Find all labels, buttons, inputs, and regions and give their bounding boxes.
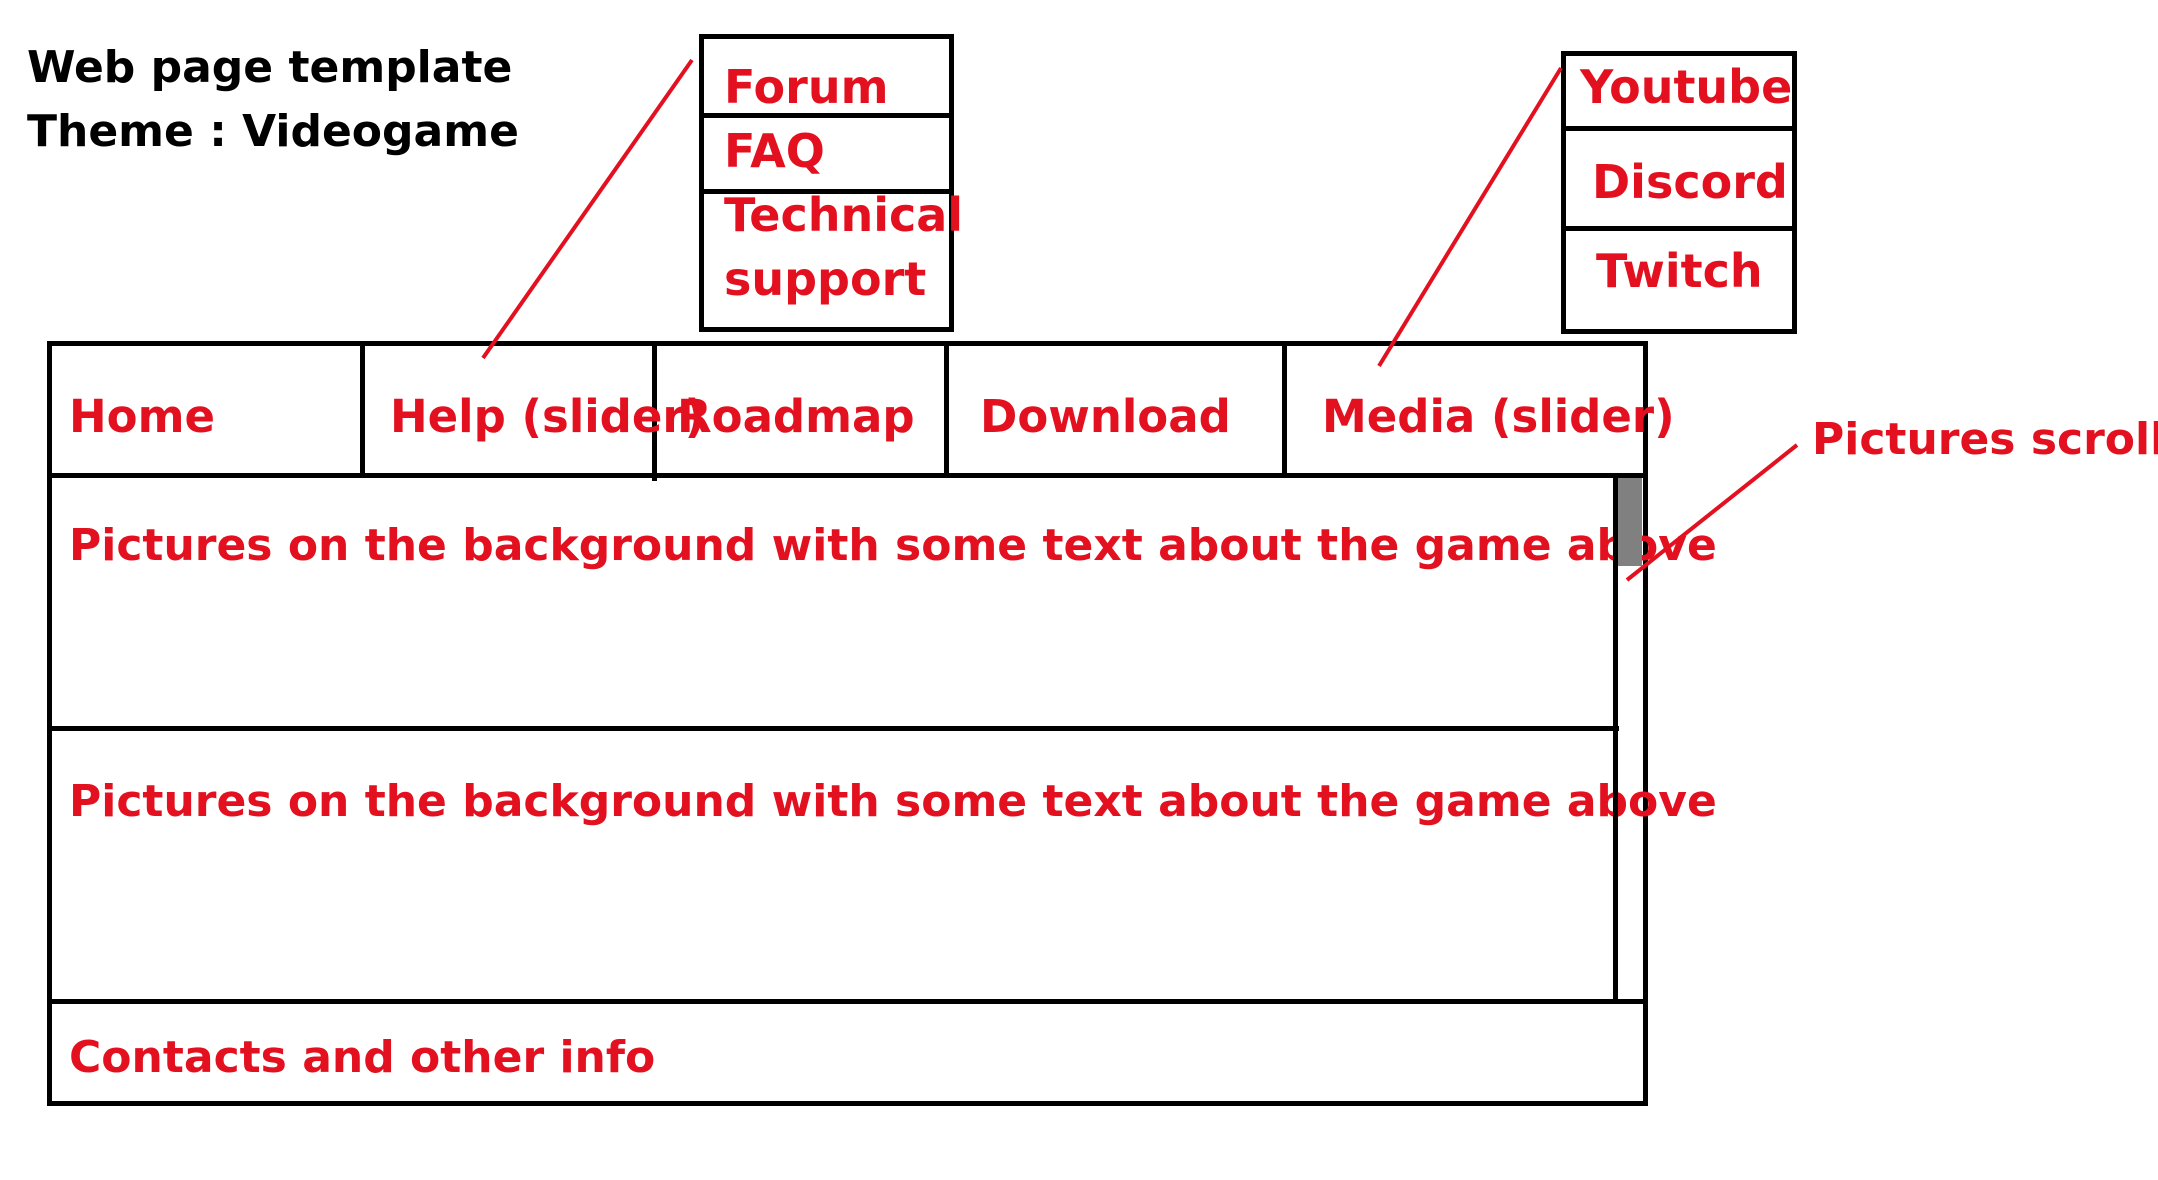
media-dropdown-menu [1561,51,1797,334]
nav-separator [652,341,657,481]
nav-separator [1282,341,1287,476]
nav-item-roadmap[interactable]: Roadmap [677,390,915,443]
help-menu-item-technical-support-line2[interactable]: support [724,252,927,306]
help-menu-item-forum[interactable]: Forum [724,60,889,114]
template-theme: Theme : Videogame [27,106,519,157]
media-menu-divider [1561,126,1797,131]
nav-item-home[interactable]: Home [69,390,215,443]
nav-item-media[interactable]: Media (slider) [1322,390,1675,443]
nav-separator [360,341,365,476]
media-menu-item-discord[interactable]: Discord [1592,155,1788,209]
help-dropdown-menu [699,34,954,332]
template-title: Web page template [27,42,513,93]
scroller-annotation-label: Pictures scroller [1812,414,2158,465]
nav-bar-divider [47,473,1648,478]
media-menu-item-youtube[interactable]: Youtube [1580,60,1793,114]
help-menu-divider [699,189,954,194]
nav-separator [944,341,949,476]
page-frame [47,341,1648,1106]
help-menu-divider [699,113,954,118]
media-menu-divider [1561,226,1797,231]
footer-contacts: Contacts and other info [69,1032,656,1083]
section-divider [47,726,1619,731]
footer-divider [47,999,1648,1004]
media-menu-item-twitch[interactable]: Twitch [1596,244,1763,298]
media-menu-connector [1377,66,1563,368]
content-section-2: Pictures on the background with some tex… [69,776,1717,827]
scroller-thumb[interactable] [1618,478,1642,566]
content-section-1: Pictures on the background with some tex… [69,520,1717,571]
scroller-track-edge [1613,473,1618,1003]
help-menu-item-technical-support[interactable]: Technical [724,188,964,242]
nav-item-download[interactable]: Download [980,390,1231,443]
help-menu-item-faq[interactable]: FAQ [724,124,825,178]
help-menu-connector [481,58,694,360]
nav-item-help[interactable]: Help (slider) [390,390,706,443]
